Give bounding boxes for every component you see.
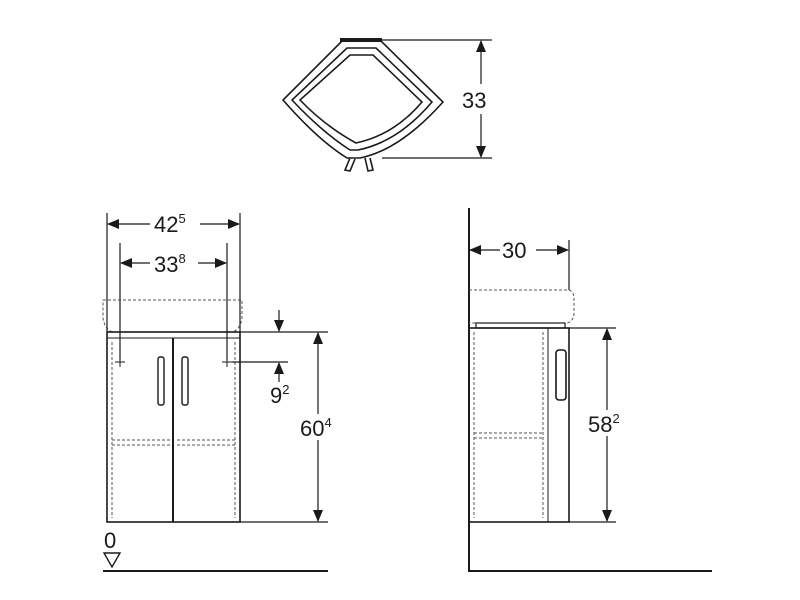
handle-left [157, 356, 165, 406]
top-depth-label: 33 [462, 88, 486, 113]
top-view-outline [281, 38, 445, 172]
basin-outline-dashed [102, 299, 243, 333]
side-depth-label: 30 [502, 238, 526, 263]
side-height-label: 582 [588, 411, 620, 437]
side-view: 30 582 [468, 208, 712, 572]
offset-label: 92 [270, 382, 289, 408]
handle-right [181, 356, 189, 406]
front-width-dimensions [106, 213, 241, 360]
side-shelf-dashed [473, 332, 544, 518]
side-basin-dashed [469, 289, 575, 324]
floor-marker [102, 552, 328, 572]
inner-width-label: 338 [154, 251, 186, 277]
top-view: 33 [281, 38, 500, 172]
cabinet-front [106, 331, 241, 523]
level-triangle [102, 552, 122, 569]
floor-level-label: 0 [104, 528, 116, 553]
cabinet-side [468, 327, 570, 523]
front-height-dimensions [232, 310, 328, 523]
shelf-dashed [111, 342, 236, 518]
side-handle [555, 349, 567, 401]
door-handles [157, 356, 189, 406]
front-height-label: 604 [300, 415, 332, 441]
front-view: 425 338 92 604 0 [102, 210, 342, 572]
outer-width-label: 425 [154, 211, 186, 237]
